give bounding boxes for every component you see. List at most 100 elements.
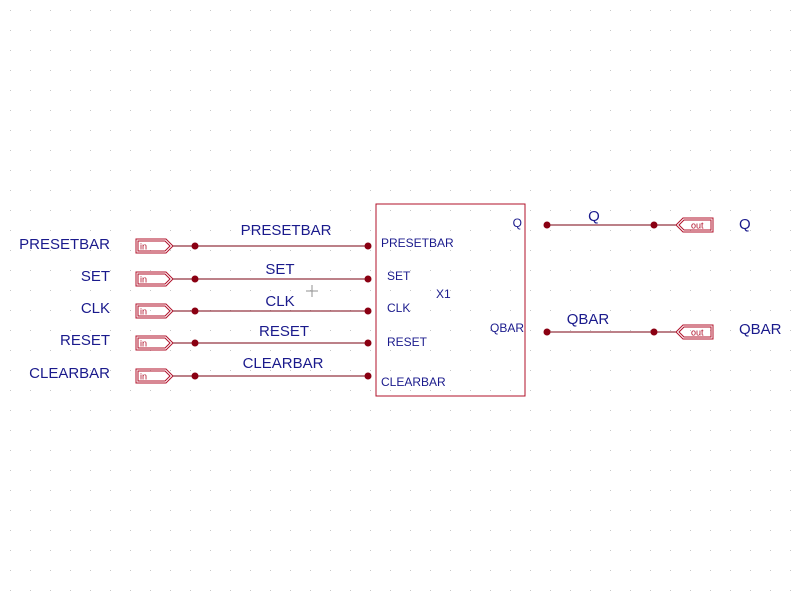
grid-dot: [30, 410, 31, 411]
grid-dot: [570, 530, 571, 531]
grid-dot: [350, 150, 351, 151]
grid-dot: [210, 430, 211, 431]
grid-dot: [70, 290, 71, 291]
grid-dot: [530, 490, 531, 491]
grid-dot: [650, 550, 651, 551]
grid-dot: [290, 350, 291, 351]
grid-dot: [750, 450, 751, 451]
grid-dot: [270, 210, 271, 211]
grid-dot: [550, 290, 551, 291]
grid-dot: [390, 130, 391, 131]
grid-dot: [630, 550, 631, 551]
grid-dot: [110, 190, 111, 191]
input-port-symbol[interactable]: in: [135, 271, 174, 287]
grid-dot: [290, 70, 291, 71]
grid-dot: [310, 370, 311, 371]
grid-dot: [710, 590, 711, 591]
grid-dot: [670, 330, 671, 331]
grid-dot: [630, 230, 631, 231]
grid-dot: [210, 410, 211, 411]
grid-dot: [610, 470, 611, 471]
port-tag-in: in: [140, 275, 147, 285]
grid-dot: [630, 150, 631, 151]
grid-dot: [170, 550, 171, 551]
grid-dot: [330, 250, 331, 251]
output-port-symbol[interactable]: out: [675, 324, 714, 340]
grid-dot: [670, 390, 671, 391]
grid-dot: [50, 550, 51, 551]
input-port-symbol[interactable]: in: [135, 238, 174, 254]
output-port-row: QBAR QBAR out QBAR: [490, 311, 782, 340]
port-tag-in: in: [140, 339, 147, 349]
grid-dot: [710, 70, 711, 71]
input-port-name: CLK: [81, 300, 110, 317]
grid-dot: [670, 70, 671, 71]
grid-dot: [390, 170, 391, 171]
grid-dot: [790, 270, 791, 271]
grid-dot: [250, 570, 251, 571]
grid-dot: [290, 150, 291, 151]
grid-dot: [550, 190, 551, 191]
part-x1[interactable]: X1: [375, 203, 526, 397]
grid-dot: [90, 270, 91, 271]
grid-dot: [470, 50, 471, 51]
grid-dot: [430, 530, 431, 531]
grid-dot: [750, 550, 751, 551]
grid-dot: [370, 450, 371, 451]
grid-dot: [110, 10, 111, 11]
grid-dot: [270, 290, 271, 291]
grid-dot: [50, 470, 51, 471]
grid-dot: [730, 390, 731, 391]
grid-dot: [470, 10, 471, 11]
grid-dot: [10, 210, 11, 211]
grid-dot: [70, 590, 71, 591]
grid-dot: [610, 430, 611, 431]
grid-dot: [450, 470, 451, 471]
grid-dot: [670, 170, 671, 171]
grid-dot: [670, 210, 671, 211]
grid-dot: [350, 110, 351, 111]
grid-dot: [450, 330, 451, 331]
grid-dot: [150, 450, 151, 451]
output-port-symbol[interactable]: out: [675, 217, 714, 233]
grid-dot: [430, 370, 431, 371]
grid-dot: [750, 10, 751, 11]
grid-dot: [130, 130, 131, 131]
grid-dot: [270, 270, 271, 271]
grid-dot: [70, 370, 71, 371]
input-port-symbol[interactable]: in: [135, 368, 174, 384]
grid-dot: [750, 510, 751, 511]
grid-dot: [530, 190, 531, 191]
grid-dot: [310, 570, 311, 571]
grid-dot: [230, 50, 231, 51]
grid-dot: [130, 550, 131, 551]
grid-dot: [610, 230, 611, 231]
grid-dot: [790, 590, 791, 591]
grid-dot: [590, 330, 591, 331]
grid-dot: [690, 110, 691, 111]
grid-dot: [450, 110, 451, 111]
grid-dot: [790, 510, 791, 511]
grid-dot: [730, 250, 731, 251]
part-x1-body[interactable]: [375, 203, 526, 397]
grid-dot: [210, 570, 211, 571]
grid-dot: [730, 10, 731, 11]
grid-dot: [110, 410, 111, 411]
grid-dot: [390, 270, 391, 271]
input-port-symbol[interactable]: in: [135, 335, 174, 351]
grid-dot: [590, 510, 591, 511]
grid-dot: [10, 350, 11, 351]
grid-dot: [210, 230, 211, 231]
grid-dot: [410, 110, 411, 111]
grid-dot: [70, 270, 71, 271]
input-port-symbol[interactable]: in: [135, 303, 174, 319]
grid-dot: [130, 450, 131, 451]
grid-dot: [230, 450, 231, 451]
grid-dot: [610, 250, 611, 251]
grid-dot: [370, 410, 371, 411]
grid-dot: [230, 30, 231, 31]
grid-dot: [530, 10, 531, 11]
grid-dot: [510, 530, 511, 531]
grid-dot: [370, 270, 371, 271]
